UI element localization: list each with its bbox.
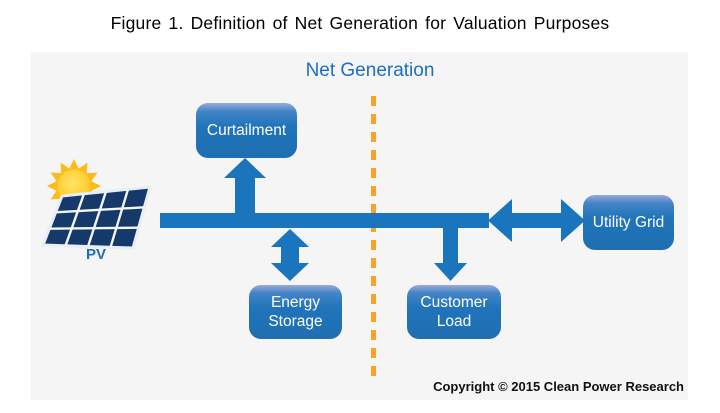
node-utility-grid: Utility Grid [583,195,674,250]
copyright-notice: Copyright © 2015 Clean Power Research [433,379,684,394]
node-energy-storage: Energy Storage [249,285,342,339]
node-customer-load: Customer Load [407,285,501,339]
net-generation-label: Net Generation [305,60,435,81]
node-curtailment: Curtailment [196,103,297,158]
page-title: Figure 1. Definition of Net Generation f… [110,13,610,33]
pv-label: PV [85,246,106,263]
node-utility-grid-label: Utility Grid [592,214,665,231]
node-energy-storage-label: Energy Storage [268,294,323,330]
net-generation-divider-dashed-line [371,96,376,383]
node-customer-load-label: Customer Load [420,294,488,330]
node-curtailment-label: Curtailment [206,122,287,139]
